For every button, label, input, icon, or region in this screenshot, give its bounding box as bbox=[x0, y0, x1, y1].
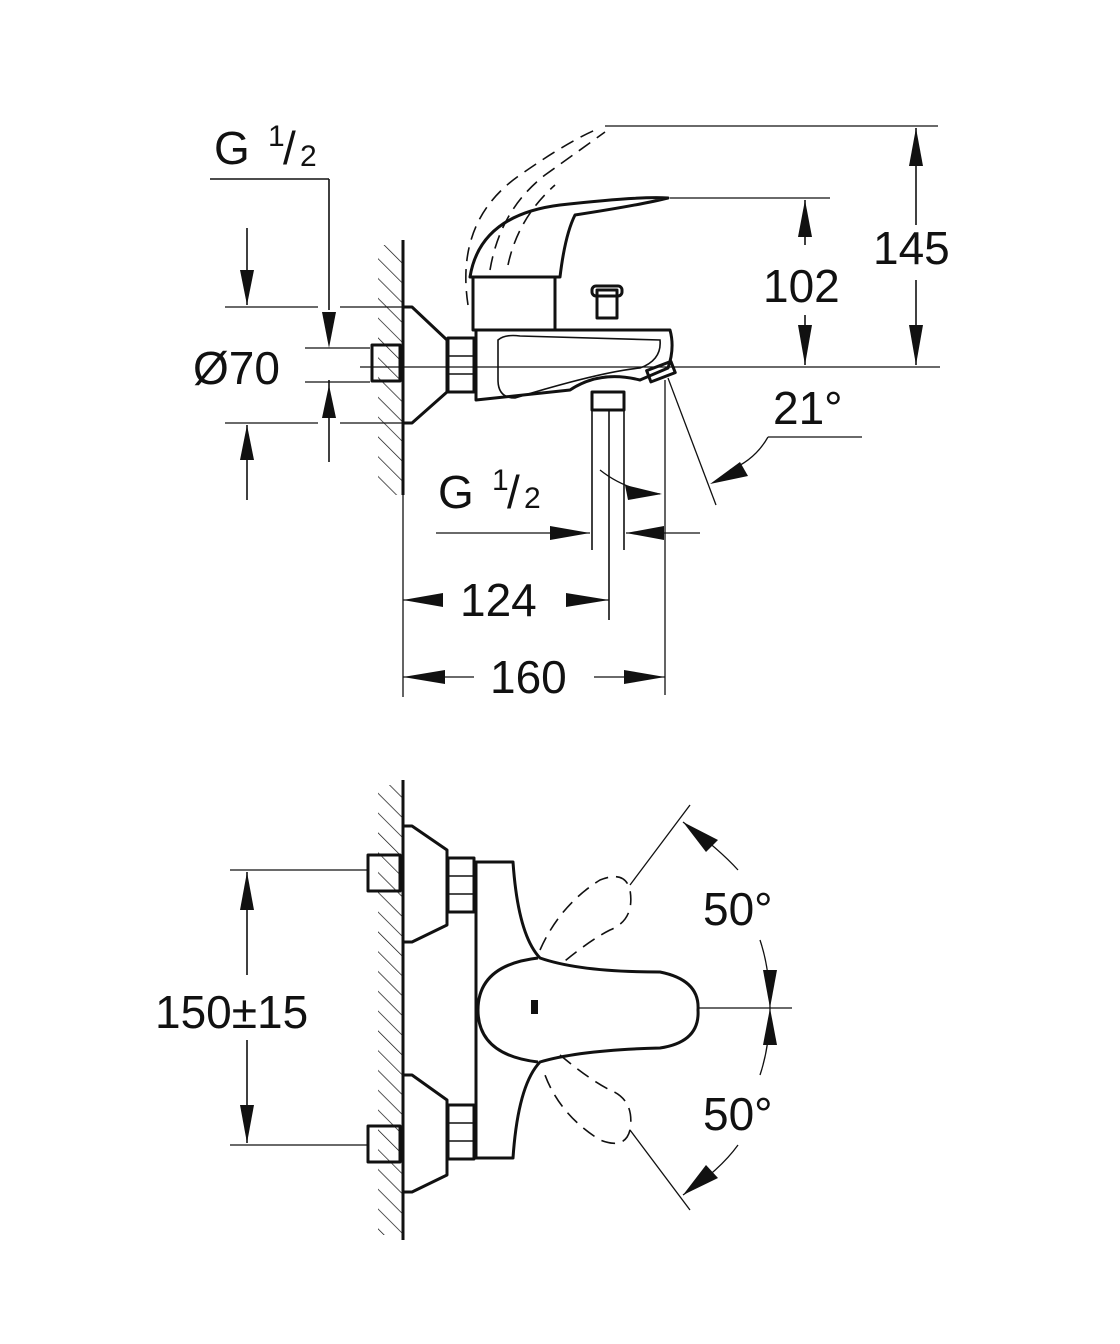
diverter-knob bbox=[595, 288, 619, 320]
outlet-fitting bbox=[590, 390, 626, 412]
thread-outlet-num: 1 bbox=[492, 464, 509, 497]
lever-raised-dashed bbox=[465, 127, 601, 306]
wall-top bbox=[378, 780, 405, 1240]
cartridge-housing bbox=[471, 275, 557, 332]
inlet-fitting bbox=[370, 343, 402, 383]
thread-outlet-den: 2 bbox=[524, 482, 541, 515]
depth-total-label: 160 bbox=[490, 651, 567, 703]
thread-outlet-slash: / bbox=[507, 466, 520, 518]
escutcheon bbox=[403, 305, 449, 425]
height-max-label: 145 bbox=[873, 222, 950, 274]
thread-outlet-label: G bbox=[438, 466, 474, 518]
lever-up-dashed bbox=[539, 875, 632, 966]
angle-down-label: 50° bbox=[703, 1088, 773, 1140]
height-lever-label: 102 bbox=[763, 260, 840, 312]
side-view: G 1 / 2 Ø70 102 145 21° G 1 / 2 124 160 bbox=[193, 120, 950, 703]
lever-top bbox=[476, 956, 539, 1064]
spout-angle-label: 21° bbox=[773, 382, 843, 434]
depth-outlet-label: 124 bbox=[460, 574, 537, 626]
thread-top-num: 1 bbox=[268, 120, 285, 153]
top-view: 150±15 50° 50° bbox=[155, 780, 792, 1240]
mixer-body bbox=[474, 328, 674, 402]
diameter-label: Ø70 bbox=[193, 342, 280, 394]
angle-up-label: 50° bbox=[703, 883, 773, 935]
thread-top-den: 2 bbox=[300, 140, 317, 173]
thread-top-label: G bbox=[214, 122, 250, 174]
center-distance-label: 150±15 bbox=[155, 986, 308, 1038]
mixer-body-top bbox=[474, 860, 700, 1160]
lever-down-dashed bbox=[544, 1054, 632, 1145]
hex-nut bbox=[446, 336, 476, 394]
thread-top-slash: / bbox=[283, 122, 296, 174]
lever bbox=[468, 196, 670, 279]
